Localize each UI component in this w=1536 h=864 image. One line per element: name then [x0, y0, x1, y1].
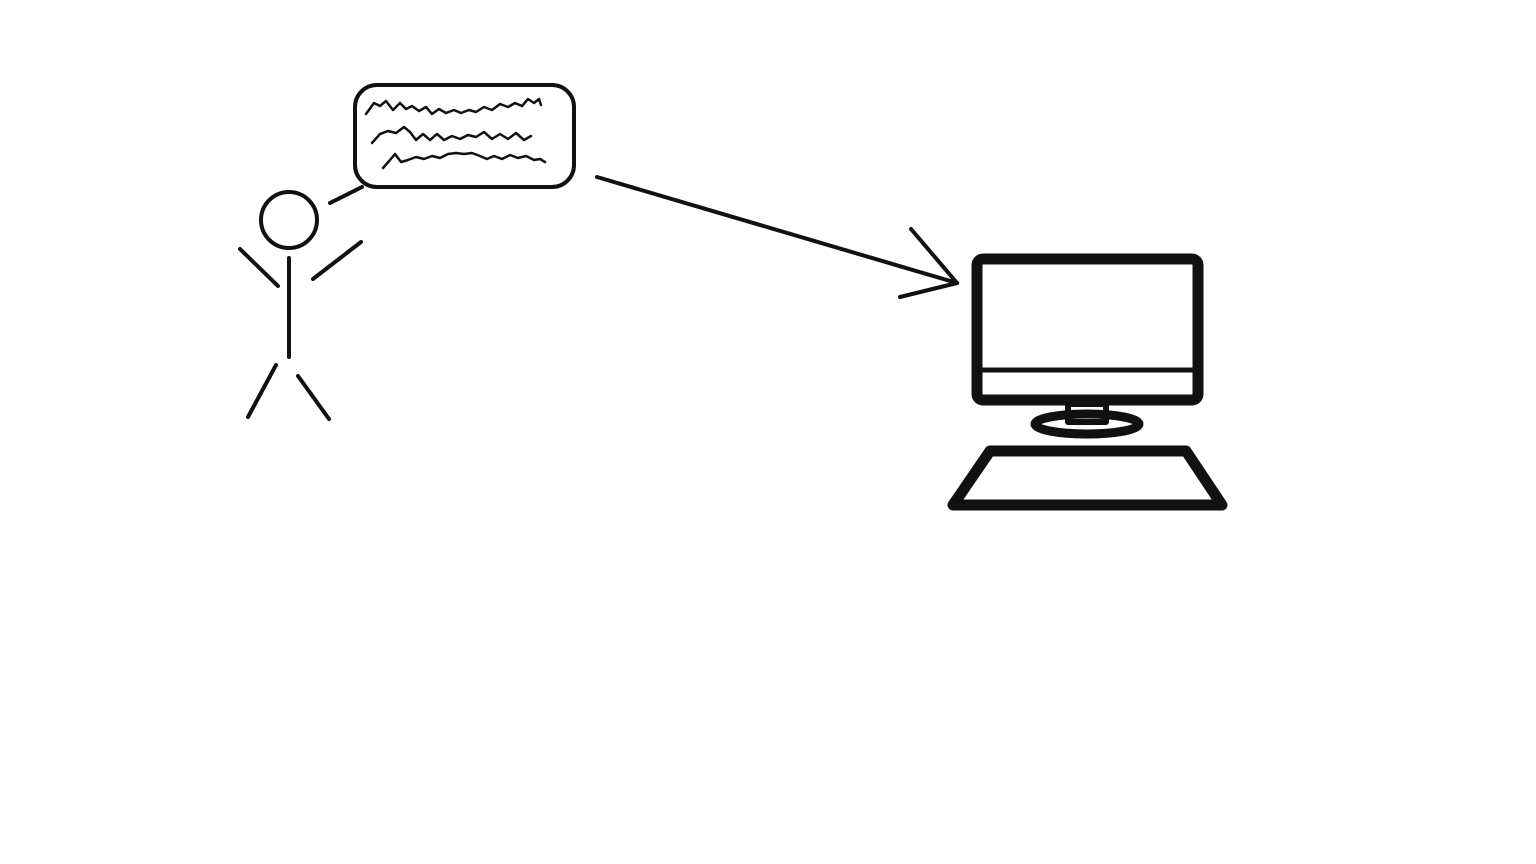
scribble-line-1 [364, 97, 543, 116]
speech-bubble-frame [353, 83, 576, 189]
figure-right-leg [296, 374, 331, 421]
figure-left-leg [246, 363, 278, 419]
scribble-line-3 [381, 151, 547, 170]
arrow-shaft [595, 175, 959, 285]
monitor-stand-base [1030, 409, 1144, 439]
figure-left-arm [238, 247, 280, 288]
arrowhead-upper [909, 227, 959, 285]
speech-bubble-icon [328, 83, 576, 205]
desktop-computer-icon [947, 253, 1228, 511]
arrow-speech-to-computer [595, 175, 959, 299]
scribble-line-2 [370, 125, 533, 145]
keyboard-outline [947, 445, 1228, 511]
stick-figure-icon [238, 190, 363, 421]
monitor-frame [971, 253, 1204, 406]
arrowhead-lower [898, 281, 959, 299]
figure-head [259, 190, 319, 250]
speech-bubble-tail [328, 185, 364, 205]
figure-right-arm [311, 240, 363, 281]
